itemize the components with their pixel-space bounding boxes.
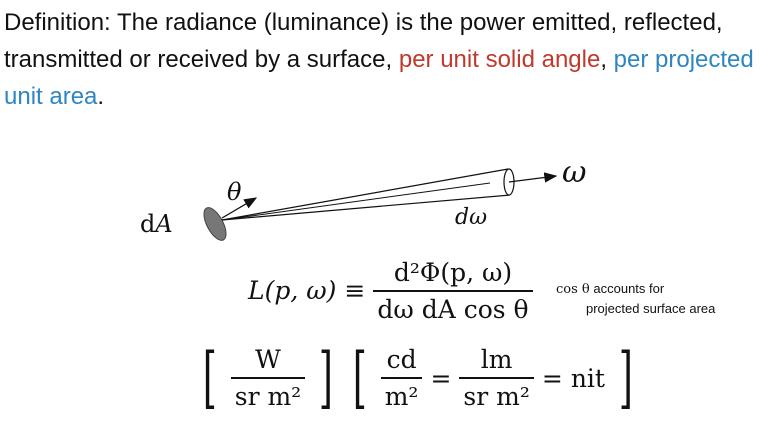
note-cos-theta: cos θ: [556, 282, 590, 297]
projected-area-phrase: per projected unit area: [4, 46, 754, 110]
watt-denominator: sr m²: [234, 381, 302, 411]
equation-fraction: d²Φ(p, ω) dω dA cos θ: [373, 258, 533, 324]
equation-numerator: d²Φ(p, ω): [393, 258, 513, 287]
lumen-denominator: sr m²: [463, 381, 530, 411]
note-line2: projected surface area: [586, 301, 716, 316]
units-equals-2: =: [541, 363, 563, 393]
note-line1: accounts for: [593, 281, 665, 296]
domega-label: dω: [455, 205, 488, 230]
projection-note: cos θ accounts for projected surface are…: [556, 279, 715, 318]
definition-text: Definition: The radiance (luminance) is …: [4, 4, 774, 115]
omega-arrow: [508, 172, 558, 183]
equation-equiv: ≡: [344, 276, 366, 306]
surface-patch: [203, 207, 227, 241]
fraction-bar: [380, 377, 423, 379]
normal-arrow: [221, 197, 258, 219]
watt-numerator: W: [255, 345, 281, 375]
units-equation: [ W sr m² ] [ cd m² = lm sr m² = nit ]: [197, 345, 639, 411]
candela-fraction: cd m²: [380, 345, 423, 411]
equation-lhs: L(p, ω): [248, 276, 337, 306]
theta-label: θ: [227, 178, 242, 206]
lumen-fraction: lm sr m²: [459, 345, 534, 411]
fraction-bar: [230, 377, 306, 379]
watt-fraction: W sr m²: [230, 345, 306, 411]
equation-denominator: dω dA cos θ: [377, 294, 529, 324]
definition-comma: ,: [600, 46, 614, 73]
cone-upper-edge: [221, 168, 509, 221]
definition-main: Definition: The radiance (luminance) is …: [4, 9, 723, 73]
lumen-numerator: lm: [480, 345, 513, 375]
right-bracket-2: ]: [618, 339, 633, 416]
definition-period: .: [97, 83, 105, 110]
candela-numerator: cd: [386, 345, 417, 375]
nit-unit: nit: [570, 363, 605, 393]
omega-label: ω: [562, 155, 587, 190]
radiance-equation: L(p, ω) ≡ d²Φ(p, ω) dω dA cos θ: [248, 258, 533, 324]
left-bracket-2: [: [352, 339, 367, 416]
candela-denominator: m²: [384, 381, 419, 411]
cone-middle-line: [221, 182, 491, 221]
left-bracket-1: [: [202, 339, 217, 416]
units-equals-1: =: [430, 363, 452, 393]
solid-angle-phrase: per unit solid angle: [398, 46, 601, 73]
fraction-bar: [459, 377, 534, 379]
right-bracket-1: ]: [319, 339, 334, 416]
cone-lower-edge: [221, 194, 511, 221]
fraction-bar: [373, 290, 533, 292]
area-label: dA: [140, 210, 173, 238]
